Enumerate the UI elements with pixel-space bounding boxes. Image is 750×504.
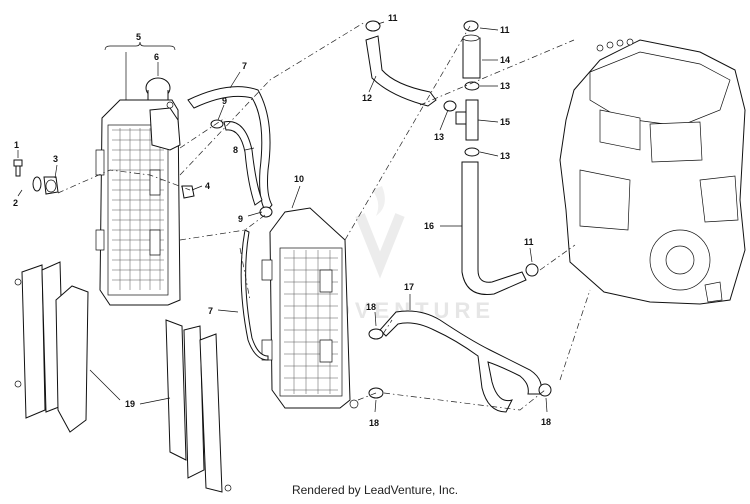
clamp-9-upper [210, 119, 224, 129]
callout-13-left: 13 [434, 132, 444, 142]
callout-6: 6 [154, 52, 159, 62]
clamp-13-lower [464, 147, 480, 157]
callout-18-right: 18 [541, 417, 551, 427]
callout-14: 14 [500, 55, 510, 65]
callout-9-upper: 9 [222, 96, 227, 106]
hose-7-upper [187, 86, 273, 213]
callout-18-upper: 18 [366, 302, 376, 312]
clamp-18-right [538, 383, 552, 397]
callout-11-top-left: 11 [388, 13, 398, 23]
callout-7-lower: 7 [208, 306, 213, 316]
callout-4: 4 [205, 181, 210, 191]
footer-credit: Rendered by LeadVenture, Inc. [291, 483, 459, 497]
clamp-13-left [443, 100, 457, 112]
nut [181, 185, 195, 199]
hose-8 [223, 121, 263, 206]
callout-12: 12 [362, 93, 372, 103]
hose-12 [365, 35, 437, 107]
callout-7-upper: 7 [242, 61, 247, 71]
t-fitting [455, 99, 479, 141]
right-radiator [261, 207, 359, 409]
clamp-18-upper [368, 328, 384, 340]
callout-labels: 5 6 7 9 8 1 3 2 4 10 9 7 11 12 13 11 14 … [13, 13, 551, 428]
callout-13-upper: 13 [500, 81, 510, 91]
callout-3: 3 [53, 154, 58, 164]
callout-17: 17 [404, 282, 414, 292]
callout-18-lower: 18 [369, 418, 379, 428]
radiator-shrouds [14, 261, 232, 493]
callout-19: 19 [125, 399, 135, 409]
callout-8: 8 [233, 145, 238, 155]
callout-5: 5 [136, 32, 141, 42]
callout-16: 16 [424, 221, 434, 231]
clamp-13-upper [464, 81, 480, 91]
clamp-11-mid [525, 263, 539, 277]
radiator-cap [145, 77, 174, 109]
left-radiator [95, 99, 181, 306]
clamp-9-lower [259, 206, 273, 218]
clamp-11-top [365, 20, 381, 32]
callout-13-lower: 13 [500, 151, 510, 161]
callout-2: 2 [13, 198, 18, 208]
clamp-11-top-right [463, 20, 479, 32]
callout-15: 15 [500, 117, 510, 127]
bolt-washer-grommet [13, 159, 59, 195]
callout-10: 10 [294, 174, 304, 184]
callout-11-top-right: 11 [500, 25, 510, 35]
hose-14 [462, 37, 481, 79]
engine [559, 38, 746, 305]
hose-16 [461, 161, 527, 296]
callout-11-mid: 11 [524, 237, 534, 247]
callout-1: 1 [14, 140, 19, 150]
leader-lines [17, 21, 548, 413]
hose-7-lower [240, 229, 269, 361]
assembly-lines [57, 21, 591, 411]
callout-9-lower: 9 [238, 214, 243, 224]
hose-17 [379, 310, 542, 413]
